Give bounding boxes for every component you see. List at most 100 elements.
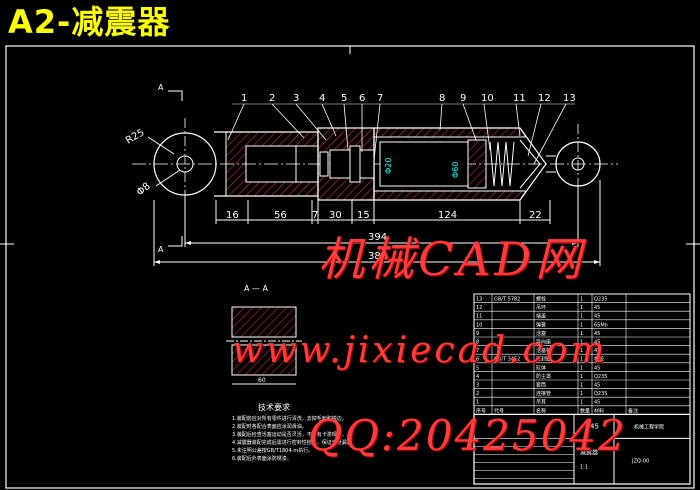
callout-leader-9 <box>462 103 477 141</box>
tech-requirement-5: 5.未注明公差按GB/T1804-m执行。 <box>232 447 313 454</box>
callout-2: 2 <box>269 93 275 104</box>
bom-qty-1: 1 <box>580 400 583 406</box>
callout-3: 3 <box>293 93 299 104</box>
bom-name-1: 吊耳 <box>536 400 546 406</box>
segment-dim-4: 15 <box>357 210 370 221</box>
segment-dim-5: 124 <box>438 210 457 221</box>
callout-leader-12 <box>527 103 542 157</box>
bom-header-qty: 数量 <box>580 407 590 414</box>
bom-no-12: 12 <box>476 305 482 311</box>
bom-mat-7: 45 <box>594 348 600 354</box>
bom-name-4: 防尘罩 <box>536 373 551 380</box>
title-block-scale: 1:1 <box>580 464 588 470</box>
bom-name-3: 套筒 <box>536 382 546 389</box>
bom-qty-4: 1 <box>580 374 583 380</box>
bom-name-10: 弹簧 <box>536 321 546 328</box>
bom-mat-4: Q235 <box>594 374 607 380</box>
end-cap-cone <box>519 139 541 189</box>
bom-name-9: 活塞 <box>536 330 546 337</box>
cylinder-bore <box>379 141 469 187</box>
overall-inner-dim: 394 <box>368 232 387 243</box>
overall-outer-dim: 384 <box>368 251 387 262</box>
bom-mat-12: 45 <box>594 305 600 311</box>
callout-leader-1 <box>227 103 245 141</box>
bom-name-11: 端盖 <box>536 313 546 320</box>
callout-10: 10 <box>481 93 494 104</box>
segment-dim-0: 16 <box>226 210 239 221</box>
segment-dim-3: 30 <box>329 210 342 221</box>
bom-no-2: 2 <box>476 391 479 397</box>
bom-no-6: 6 <box>476 357 479 363</box>
callout-leader-7 <box>373 103 381 161</box>
bom-no-5: 5 <box>476 365 479 371</box>
bom-no-7: 7 <box>476 348 479 354</box>
body-diameter-label: Φ60 <box>451 162 460 178</box>
bom-qty-12: 1 <box>580 305 583 311</box>
left-eye-hole <box>176 155 194 173</box>
tech-requirement-4: 4.减震器装配完成后需进行密封性检验，保证无泄漏。 <box>232 439 352 446</box>
callout-6: 6 <box>359 93 365 104</box>
spring <box>489 141 515 187</box>
title-block-material: 45 <box>590 422 599 430</box>
section-marker-top: A <box>158 83 164 92</box>
bom-header-no: 序号 <box>476 407 486 414</box>
bom-qty-10: 1 <box>580 322 583 328</box>
callout-13: 13 <box>563 93 576 104</box>
bom-no-10: 10 <box>476 322 482 328</box>
section-marker-bottom: A <box>158 245 164 254</box>
bom-header-name: 名称 <box>536 407 546 414</box>
watermark-url: www.jixiecad.com <box>232 330 608 371</box>
bom-qty-3: 1 <box>580 383 583 389</box>
bom-qty-6: 1 <box>580 357 583 363</box>
cylinder-wall-top <box>373 127 527 138</box>
bom-code-13: GB/T 5782 <box>494 297 520 303</box>
bom-no-8: 8 <box>476 340 479 346</box>
title-block-drawing-no: JZQ-00 <box>631 458 649 464</box>
bom-qty-2: 1 <box>580 391 583 397</box>
bom-no-3: 3 <box>476 383 479 389</box>
bom-code-6: GB/T 3452 <box>494 357 520 363</box>
tech-requirement-2: 2.装配时各配合表面应涂润滑油。 <box>232 423 307 430</box>
callout-4: 4 <box>319 93 325 104</box>
hole-leader <box>155 169 181 187</box>
radius-label: R25 <box>124 127 147 146</box>
bom-qty-9: 1 <box>580 331 583 337</box>
bom-no-11: 11 <box>476 314 482 320</box>
section-view-width-label: 60 <box>258 377 266 384</box>
callout-leader-13 <box>533 103 567 165</box>
right-eye-hole <box>571 157 585 171</box>
left-body-bore <box>245 145 297 183</box>
bom-no-1: 1 <box>476 400 479 406</box>
tech-requirement-3: 3.装配后检查活塞运动是否灵活，不得有卡滞现象。 <box>232 431 347 438</box>
drawing-title: A2-减震器 <box>8 3 171 41</box>
bom-name-13: 螺栓 <box>536 296 546 303</box>
hole-diameter-label: Φ8 <box>135 181 153 199</box>
bom-header-note: 备注 <box>628 407 638 414</box>
bom-name-7: 活塞杆 <box>536 347 551 354</box>
bom-mat-2: Q235 <box>594 391 607 397</box>
bom-mat-5: 45 <box>594 365 600 371</box>
section-arrow-bottom <box>168 236 183 247</box>
bom-qty-13: 1 <box>580 297 583 303</box>
segment-dim-2: 7 <box>312 210 318 221</box>
bom-header-mat: 材料 <box>594 407 604 414</box>
bom-no-4: 4 <box>476 374 479 380</box>
watermark-site-name: 机械CAD网 <box>318 232 586 286</box>
callout-11: 11 <box>513 93 526 104</box>
bom-mat-9: 45 <box>594 331 600 337</box>
tech-requirement-6: 6.装配后外表面涂防锈漆。 <box>232 455 292 462</box>
section-view-label: A — A <box>244 284 269 293</box>
tech-requirement-1: 1.装配前应对所有零件进行清洗，去掉毛刺和锐边。 <box>232 415 347 422</box>
bom-mat-11: 45 <box>594 314 600 320</box>
section-arrow-top <box>168 90 183 101</box>
callout-leader-11 <box>515 103 521 137</box>
callout-leader-5 <box>343 103 349 151</box>
callout-leader-2 <box>271 103 305 139</box>
callout-leader-10 <box>483 103 491 151</box>
rod-seal-right <box>349 145 361 183</box>
bom-mat-8: 45 <box>594 340 600 346</box>
